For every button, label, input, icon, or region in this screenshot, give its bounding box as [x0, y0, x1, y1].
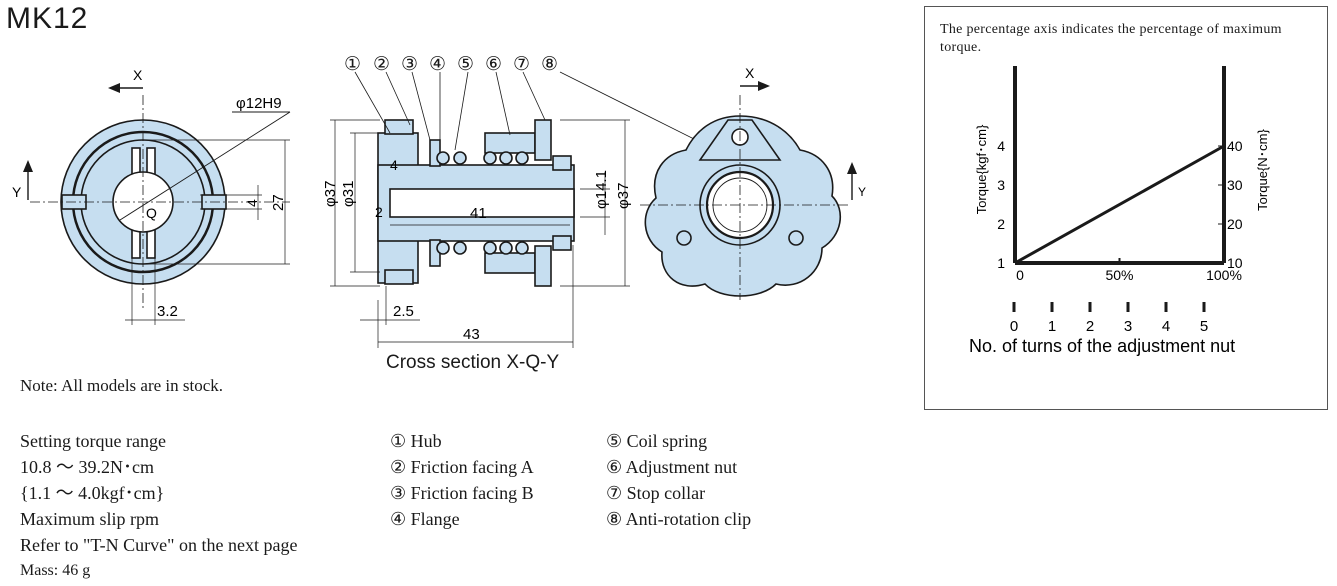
part-item: ② Friction facing A: [390, 457, 534, 477]
callout-7: ⑦: [513, 54, 530, 75]
y-tick-right: 10: [1227, 255, 1243, 271]
end-view: [640, 81, 857, 300]
front-view: [23, 83, 291, 325]
y-tick-left: 2: [997, 216, 1005, 232]
spec-line: Maximum slip rpm: [20, 509, 159, 529]
turn-tick-label: 0: [1010, 318, 1018, 335]
turn-tick-label: 2: [1086, 318, 1094, 335]
part-item: ① Hub: [390, 431, 442, 451]
callout-5: ⑤: [457, 54, 474, 75]
y-tick-right: 40: [1227, 138, 1243, 154]
parts-list-right: ⑤ Coil spring ⑥ Adjustment nut ⑦ Stop co…: [606, 428, 751, 532]
spec-line: Setting torque range: [20, 431, 166, 451]
spec-list: Setting torque range 10.8 ～ 39.2N･cm {1.…: [20, 428, 297, 584]
graph-note: The percentage axis indicates the percen…: [940, 22, 1282, 55]
turn-tick-label: 5: [1200, 318, 1208, 335]
callout-3: ③: [401, 54, 418, 75]
dim-37-right: φ37: [615, 183, 632, 209]
y-axis-label-left: Torque{kgf･cm}: [974, 124, 989, 214]
dim-37-outer: φ37: [322, 181, 339, 207]
dim-2: 2: [375, 204, 383, 220]
right-x-label: X: [745, 65, 755, 81]
dim-41: 41: [470, 205, 487, 222]
part-item: ⑧ Anti-rotation clip: [606, 509, 752, 529]
y-axis-label-right: Torque{N･cm}: [1255, 129, 1270, 211]
callout-2: ②: [373, 54, 390, 75]
section-x-label: X: [133, 67, 143, 83]
torque-graph-box: [924, 6, 1328, 410]
dim-3-2: 3.2: [157, 303, 178, 320]
drawing-caption: Cross section X-Q-Y: [386, 352, 560, 373]
y-tick-left: 3: [997, 177, 1005, 193]
y-tick-left: 1: [997, 255, 1005, 271]
dim-43: 43: [463, 326, 480, 343]
part-item: ⑥ Adjustment nut: [606, 457, 738, 477]
x-tick-label: 50%: [1105, 267, 1133, 283]
stock-note: Note: All models are in stock.: [20, 376, 224, 395]
spec-line: Refer to "T-N Curve" on the next page: [20, 535, 298, 555]
keyway-dimension: 4: [244, 199, 260, 207]
dim-2-5: 2.5: [393, 303, 414, 320]
part-item: ③ Friction facing B: [390, 483, 534, 503]
dim-14-1: φ14.1: [593, 170, 610, 209]
center-label: Q: [146, 205, 157, 221]
callout-4: ④: [429, 54, 446, 75]
technical-drawing: X Y Q φ12H9 4 27 3.2: [12, 54, 866, 348]
x-tick-label: 0: [1016, 267, 1024, 283]
torque-line: [1014, 144, 1225, 265]
dim-27: 27: [270, 194, 287, 211]
part-item: ④ Flange: [390, 509, 460, 529]
part-callouts: ① ② ③ ④ ⑤ ⑥ ⑦ ⑧: [344, 54, 558, 75]
right-y-label: Y: [858, 185, 866, 199]
turn-tick-label: 3: [1124, 318, 1132, 335]
spec-line: {1.1 ～ 4.0kgf･cm}: [20, 483, 165, 503]
model-title: MK12: [6, 2, 89, 35]
dim-31: φ31: [340, 181, 357, 207]
bore-dimension: φ12H9: [236, 95, 282, 112]
callout-1: ①: [344, 54, 361, 75]
y-tick-left: 4: [997, 138, 1005, 154]
callout-6: ⑥: [485, 54, 502, 75]
turn-tick-label: 4: [1162, 318, 1170, 335]
parts-list-left: ① Hub ② Friction facing A ③ Friction fac…: [390, 428, 534, 532]
turns-axis-label: No. of turns of the adjustment nut: [969, 336, 1235, 356]
y-tick-right: 30: [1227, 177, 1243, 193]
section-y-label: Y: [12, 184, 22, 200]
dim-4-flange: 4: [390, 157, 398, 173]
x-tick-label: 100%: [1206, 267, 1242, 283]
part-item: ⑦ Stop collar: [606, 483, 706, 503]
callout-8: ⑧: [541, 54, 558, 75]
cross-section-view: [330, 71, 721, 348]
part-item: ⑤ Coil spring: [606, 431, 708, 451]
spec-line: Mass: 46 g: [20, 562, 91, 579]
y-tick-right: 20: [1227, 216, 1243, 232]
turn-tick-label: 1: [1048, 318, 1056, 335]
spec-line: 10.8 ～ 39.2N･cm: [20, 457, 154, 477]
